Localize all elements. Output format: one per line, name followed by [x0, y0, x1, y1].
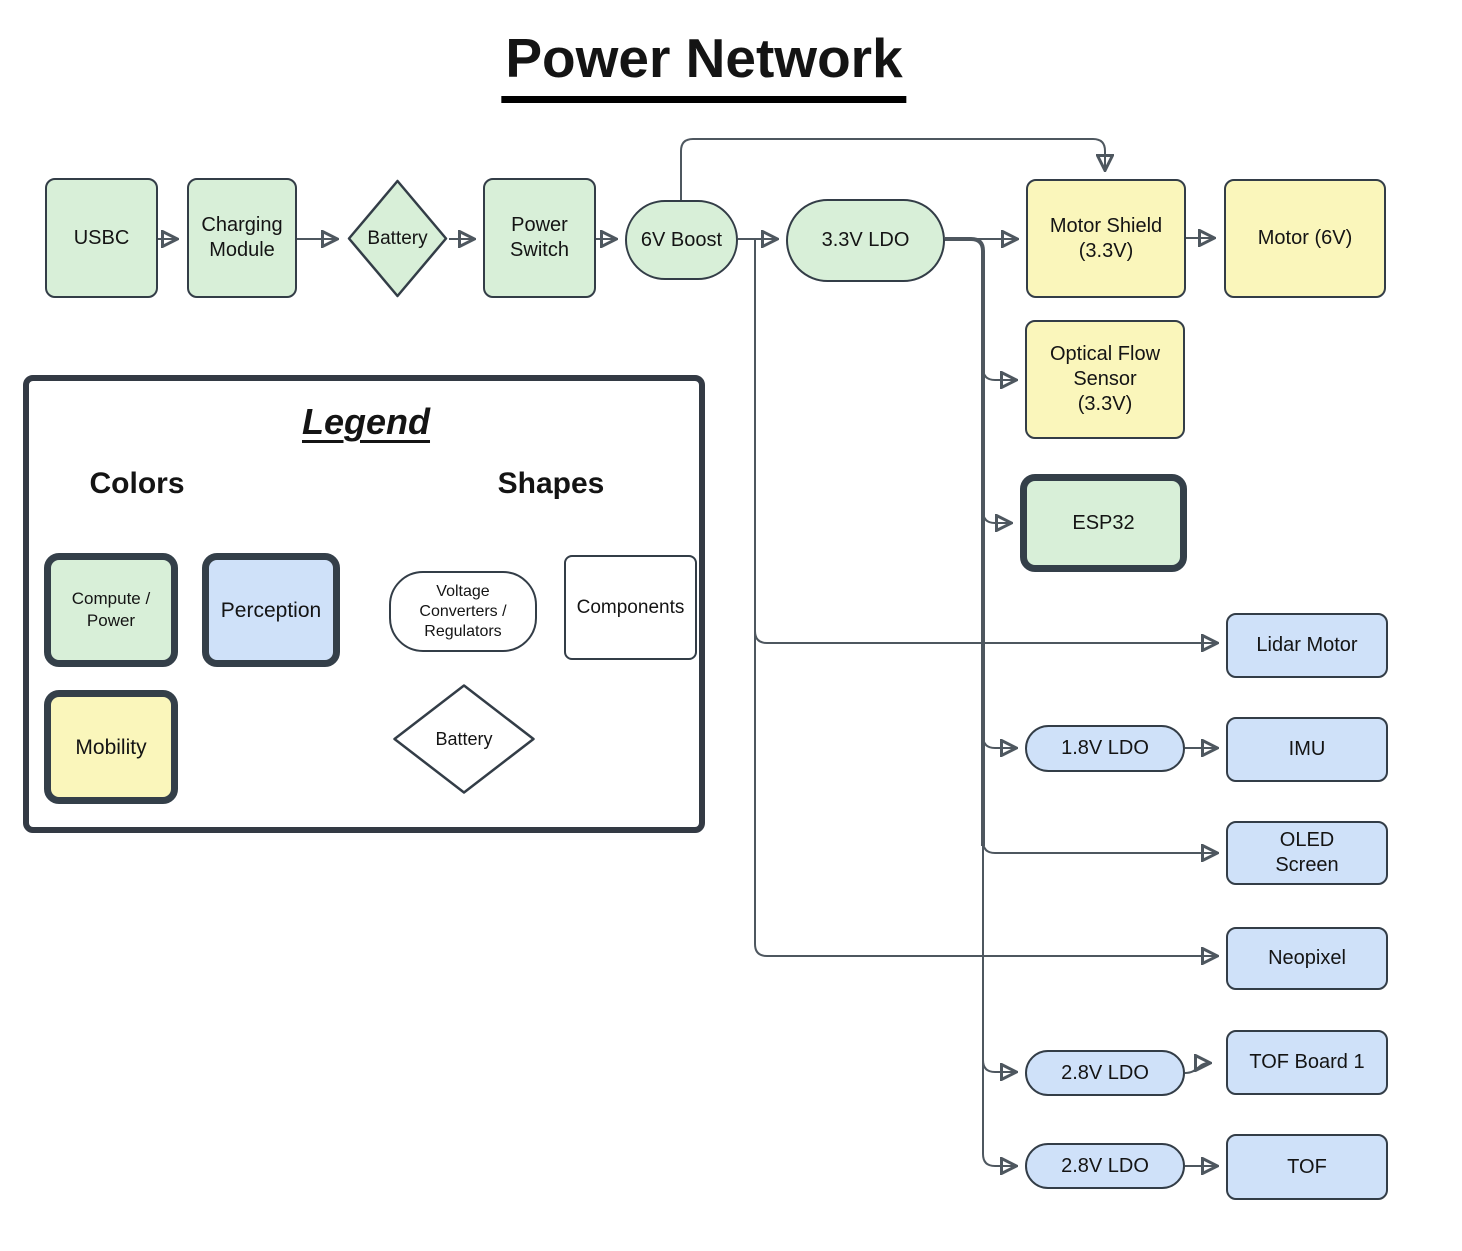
node-oled-screen: OLED Screen: [1226, 821, 1388, 885]
legend-title: Legend: [301, 401, 431, 442]
node-battery: Battery: [346, 178, 449, 299]
node-2v8-ldo-b: 2.8V LDO: [1025, 1143, 1185, 1189]
legend-box: Legend Colors Shapes Compute / Power Per…: [23, 375, 705, 833]
node-usbc: USBC: [45, 178, 158, 298]
legend-swatch-compute-power: Compute / Power: [44, 553, 178, 667]
legend-battery-diamond-shape: [393, 684, 535, 794]
edge-boost-neopixel: [754, 239, 1216, 956]
edge-trunk-ldo18: [982, 735, 1015, 748]
edge-boost-lidar-motor: [754, 630, 1216, 643]
node-2v8-ldo-a: 2.8V LDO: [1025, 1050, 1185, 1096]
legend-shape-voltage-converters: Voltage Converters / Regulators: [389, 571, 537, 652]
edge-trunk-ldo28a: [982, 1059, 1015, 1072]
legend-swatch-perception: Perception: [202, 553, 340, 667]
node-charging-module: Charging Module: [187, 178, 297, 298]
node-motor-shield: Motor Shield (3.3V): [1026, 179, 1186, 298]
edge-trunk-esp32: [982, 510, 1010, 523]
node-tof-board-1: TOF Board 1: [1226, 1030, 1388, 1095]
node-esp32: ESP32: [1020, 474, 1187, 572]
page-title: Power Network: [501, 26, 907, 103]
node-motor: Motor (6V): [1224, 179, 1386, 298]
node-lidar-motor: Lidar Motor: [1226, 613, 1388, 678]
edge-trunk-ldo28b: [982, 1153, 1015, 1166]
battery-label: Battery: [367, 227, 428, 249]
node-tof: TOF: [1226, 1134, 1388, 1200]
node-neopixel: Neopixel: [1226, 927, 1388, 990]
node-imu: IMU: [1226, 717, 1388, 782]
edge-trunk-optical-flow: [982, 367, 1015, 380]
legend-swatch-mobility: Mobility: [44, 690, 178, 804]
legend-colors-heading: Colors: [89, 467, 185, 500]
node-6v-boost: 6V Boost: [625, 200, 738, 280]
node-1v8-ldo: 1.8V LDO: [1025, 725, 1185, 772]
edge-ldo33-trunk-upper: [945, 237, 985, 846]
edge-trunk-oled: [982, 840, 1216, 853]
edge-ldo28a-tofboard1: [1184, 1063, 1209, 1074]
battery-diamond-shape: [347, 179, 448, 298]
legend-shape-battery: Battery: [392, 683, 536, 795]
node-3v3-ldo: 3.3V LDO: [786, 199, 945, 282]
legend-shape-components: Components: [564, 555, 697, 660]
legend-shapes-heading: Shapes: [497, 467, 605, 500]
legend-battery-label: Battery: [435, 728, 493, 749]
node-power-switch: Power Switch: [483, 178, 596, 298]
node-optical-flow-sensor: Optical Flow Sensor (3.3V): [1025, 320, 1185, 439]
edge-boost-feedback-motorshield: [680, 138, 1105, 200]
